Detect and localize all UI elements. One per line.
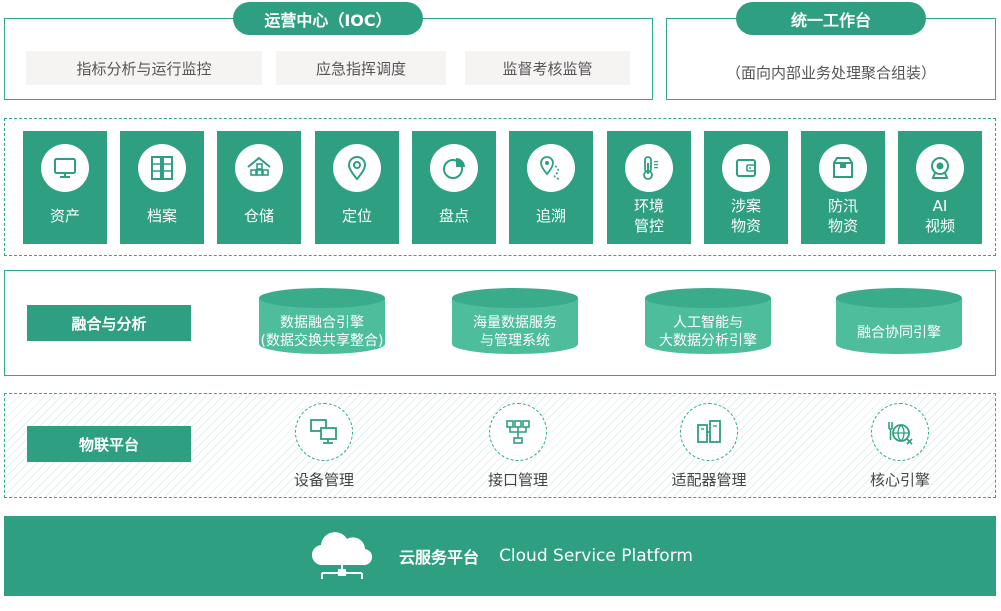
cylinder-label: 数据融合引擎 (数据交换共享整合) (260, 315, 384, 349)
cylinder-label: 融合协同引擎 (857, 325, 941, 341)
cloud-title: 云服务平台 (399, 548, 480, 567)
webcam-icon (931, 157, 949, 179)
module-environment[interactable]: 环境 管控 (607, 131, 691, 244)
module-label: 档案 (146, 207, 177, 225)
module-trace[interactable]: 追溯 (509, 131, 593, 244)
cylinder-label: 海量数据服务 与管理系统 (473, 315, 557, 349)
warehouse-icon (247, 156, 271, 176)
module-label: 涉案 物资 (730, 197, 761, 235)
module-inventory[interactable]: 盘点 (412, 131, 496, 244)
module-warehouse[interactable]: 仓储 (217, 131, 301, 244)
module-label: 环境 管控 (633, 197, 664, 235)
core-engine-icon (888, 422, 913, 445)
module-ai-video[interactable]: AI 视频 (898, 131, 982, 244)
module-assets[interactable]: 资产 (23, 131, 107, 244)
module-flood-materials[interactable]: 防汛 物资 (801, 131, 885, 244)
iot-item-label: 适配器管理 (671, 471, 747, 489)
wallet-icon (736, 159, 756, 177)
iot-title: 物联平台 (27, 426, 191, 462)
fusion-title: 融合与分析 (27, 305, 191, 341)
module-label: 追溯 (535, 207, 566, 225)
iot-item-label: 核心引擎 (869, 471, 930, 489)
module-case-materials[interactable]: 涉案 物资 (704, 131, 788, 244)
device-screens-icon (310, 419, 337, 444)
archive-cabinet-icon (151, 156, 173, 180)
iot-item-label: 设备管理 (293, 471, 354, 489)
adapter-icon (697, 420, 721, 443)
module-label: AI 视频 (924, 197, 955, 235)
module-location[interactable]: 定位 (315, 131, 399, 244)
cylinder-label: 人工智能与 大数据分析引擎 (659, 315, 757, 349)
ioc-item-supervision[interactable]: 监督考核监管 (465, 51, 630, 85)
cylinder-mass-data-service[interactable]: 海量数据服务 与管理系统 (452, 288, 578, 364)
monitor-icon (54, 158, 76, 178)
module-row (4, 118, 996, 256)
thermometer-icon (643, 156, 659, 180)
pie-chart-icon (443, 158, 465, 179)
cloud-platform-bar: 云服务平台 Cloud Service Platform (4, 516, 996, 596)
ioc-item-emergency[interactable]: 应急指挥调度 (276, 51, 446, 85)
module-label: 盘点 (438, 207, 469, 225)
module-label: 定位 (341, 207, 372, 225)
location-pin-icon (347, 156, 367, 181)
ioc-title: 运营中心（IOC） (233, 2, 423, 35)
workbench-title: 统一工作台 (736, 2, 926, 35)
ioc-item-metrics[interactable]: 指标分析与运行监控 (26, 51, 262, 85)
module-archive[interactable]: 档案 (120, 131, 204, 244)
module-label: 资产 (49, 207, 80, 225)
iot-adapter-management[interactable]: 适配器管理 (644, 403, 774, 490)
trace-route-icon (540, 156, 560, 180)
cylinder-ai-bigdata-engine[interactable]: 人工智能与 大数据分析引擎 (645, 288, 771, 364)
workbench-subtitle: （面向内部业务处理聚合组装） (725, 64, 936, 82)
module-label: 仓储 (243, 207, 274, 225)
iot-interface-management[interactable]: 接口管理 (453, 403, 583, 490)
cylinder-data-fusion-engine[interactable]: 数据融合引擎 (数据交换共享整合) (259, 288, 385, 364)
iot-item-label: 接口管理 (487, 471, 548, 489)
cloud-network-icon (312, 532, 373, 579)
cloud-title-en: Cloud Service Platform (499, 546, 693, 566)
iot-core-engine[interactable]: 核心引擎 (835, 403, 965, 490)
cylinder-collab-engine[interactable]: 融合协同引擎 (836, 288, 962, 364)
box-icon (833, 157, 853, 178)
module-label: 防汛 物资 (827, 197, 858, 235)
iot-device-management[interactable]: 设备管理 (259, 403, 389, 490)
interface-nodes-icon (506, 420, 530, 444)
